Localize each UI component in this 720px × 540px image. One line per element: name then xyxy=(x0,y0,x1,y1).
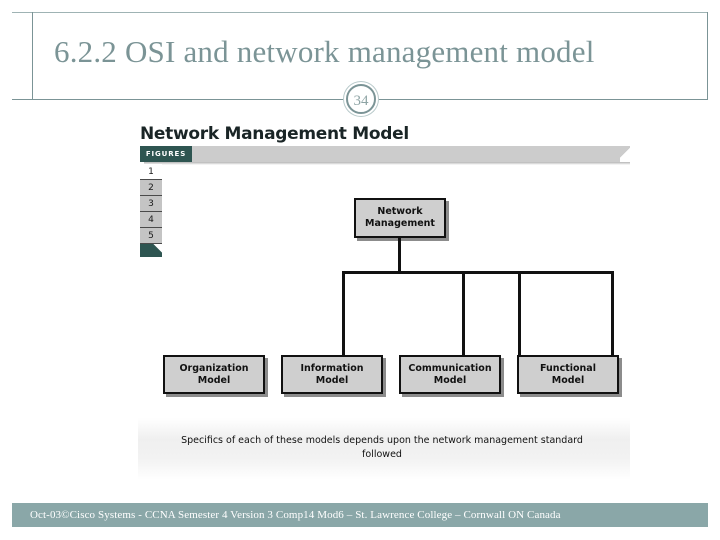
figure-nav-item-4[interactable]: 4 xyxy=(140,212,162,228)
figure-nav-item-1[interactable]: 1 xyxy=(140,164,162,180)
figure-image: Network Management Model FIGURES 1 2 3 4… xyxy=(132,118,632,488)
figure-heading: Network Management Model xyxy=(140,124,409,144)
node-functional-model[interactable]: Functional Model xyxy=(517,355,619,394)
figure-title-bar-fold xyxy=(620,146,630,162)
figure-nav-footer xyxy=(140,244,162,257)
node-network-management[interactable]: Network Management xyxy=(354,198,446,238)
edge-root-stem xyxy=(398,238,401,273)
figure-nav-strip: 1 2 3 4 5 xyxy=(140,164,162,257)
figure-nav-item-3[interactable]: 3 xyxy=(140,196,162,212)
figure-nav-item-2[interactable]: 2 xyxy=(140,180,162,196)
edge-horizontal-bus xyxy=(342,271,614,274)
org-chart: Network Management Organization Model In… xyxy=(132,118,632,488)
page-number-badge: 34 xyxy=(346,84,376,114)
figure-caption: Specifics of each of these models depend… xyxy=(181,435,583,460)
caption-band xyxy=(138,418,630,480)
edge-drop-organization xyxy=(342,271,345,355)
footer-text: Oct-03©Cisco Systems - CCNA Semester 4 V… xyxy=(30,509,561,521)
edge-drop-functional xyxy=(611,271,614,355)
node-communication-model[interactable]: Communication Model xyxy=(399,355,501,394)
frame-line-top xyxy=(12,12,708,13)
figure-title-bar xyxy=(140,146,630,162)
edge-drop-information xyxy=(462,271,465,355)
figure-nav-item-5[interactable]: 5 xyxy=(140,228,162,244)
frame-line-left xyxy=(32,12,33,99)
frame-line-right xyxy=(707,12,708,99)
node-information-model[interactable]: Information Model xyxy=(281,355,383,394)
figure-title-bar-shadow xyxy=(144,162,630,165)
page-title: 6.2.2 OSI and network management model xyxy=(54,34,595,69)
edge-drop-communication xyxy=(518,271,521,355)
figures-tab[interactable]: FIGURES xyxy=(140,146,192,162)
footer-band xyxy=(12,503,708,527)
node-organization-model[interactable]: Organization Model xyxy=(163,355,265,394)
